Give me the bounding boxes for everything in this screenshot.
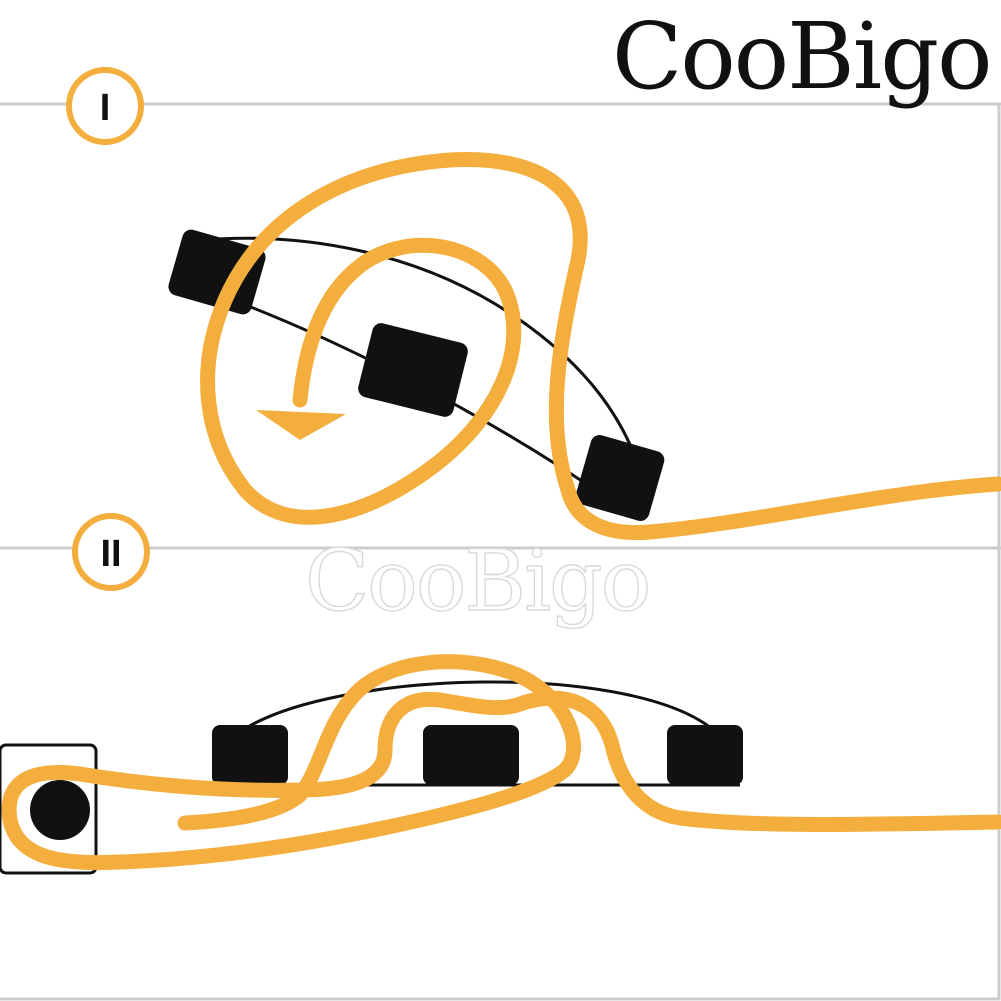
step-1-buckle-block-right <box>575 435 665 521</box>
step-1-buckle-block-left <box>168 229 266 315</box>
step-2-buckle-block-left <box>212 725 288 785</box>
step-1-rope <box>200 152 1001 541</box>
panel-borders <box>0 102 1001 1001</box>
step-2-anchor-box <box>0 743 98 875</box>
step-badge-2-ring <box>72 513 150 591</box>
panel-border-step-1 <box>0 102 1001 550</box>
step-2-illustration <box>0 654 1001 875</box>
step-2-buckle-block-middle <box>423 725 519 785</box>
brand-logo-text: CooBigo <box>612 3 990 110</box>
step-badge-1-ring <box>66 67 144 145</box>
panel-border-right <box>0 104 1001 1001</box>
step-2-rope <box>1 654 1001 871</box>
step-1-arrow-head <box>256 410 346 440</box>
step-badge-1-label: I <box>100 87 111 129</box>
step-badge-1: I <box>66 67 144 145</box>
step-2-anchor-peg <box>30 780 90 840</box>
brand-logo: CooBigo <box>612 3 992 110</box>
step-1-illustration <box>168 152 1001 541</box>
step-2-buckle-block-right <box>667 725 743 785</box>
step-1-buckle-block-middle <box>358 323 468 417</box>
step-badge-2-label: II <box>100 533 121 575</box>
watermark-text: CooBigo <box>305 532 649 630</box>
step-badge-2: II <box>72 513 150 591</box>
